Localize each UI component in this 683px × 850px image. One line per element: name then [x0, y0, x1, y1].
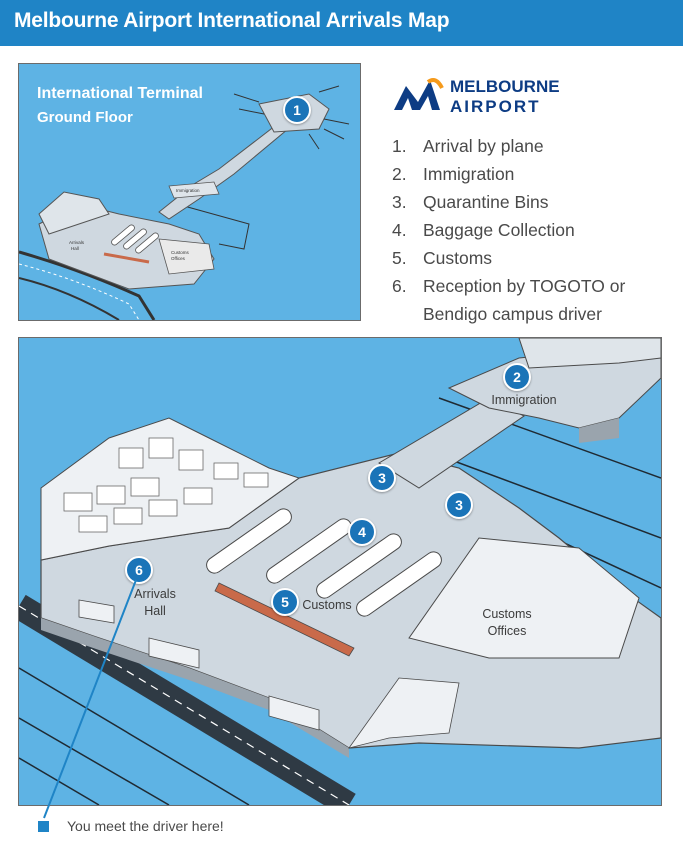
legend-number: 3.: [392, 192, 407, 212]
inset-title-line2: Ground Floor: [37, 109, 133, 126]
marker-2: 2: [503, 363, 531, 391]
marker-1: 1: [283, 96, 311, 124]
inset-immigration-label: Immigration: [176, 188, 200, 193]
inset-hall-label: Hall: [71, 246, 79, 251]
legend-item: 4. Baggage Collection: [392, 216, 652, 244]
legend-number: 6.: [392, 276, 407, 296]
marker-3a: 3: [368, 464, 396, 492]
inset-customs-label: Customs: [171, 250, 190, 255]
logo-text-line1: MELBOURNE: [450, 77, 560, 96]
marker-6: 6: [125, 556, 153, 584]
title-bar: Melbourne Airport International Arrivals…: [0, 0, 683, 46]
legend-list: 1. Arrival by plane 2. Immigration 3. Quara…: [392, 132, 652, 328]
melbourne-airport-logo: MELBOURNE AIRPORT: [392, 72, 592, 118]
meet-driver-note: You meet the driver here!: [38, 818, 224, 834]
legend-item: 3. Quarantine Bins: [392, 188, 652, 216]
legend-text: Immigration: [423, 164, 515, 184]
marker-5: 5: [271, 588, 299, 616]
arrivals-detail-map: 2 Immigration 3 3 4 5 Customs Customs Of…: [18, 337, 662, 806]
page-title: Melbourne Airport International Arrivals…: [14, 9, 450, 32]
detail-map-graphic: [19, 338, 661, 805]
inset-offices-label: Offices: [171, 256, 186, 261]
customs-offices-line2: Offices: [487, 624, 527, 638]
customs-offices-line1: Customs: [482, 607, 532, 621]
customs-offices-label: Customs Offices: [467, 606, 547, 640]
inset-arrivals-label: Arrivals: [69, 240, 85, 245]
customs-label: Customs: [302, 598, 352, 612]
logo-text-line2: AIRPORT: [450, 97, 541, 116]
marker-3b: 3: [445, 491, 473, 519]
inset-title: International Terminal Ground Floor: [37, 82, 203, 130]
meet-point-square-icon: [38, 820, 49, 832]
inset-title-line1: International Terminal: [37, 85, 203, 102]
legend-text: Arrival by plane: [423, 136, 544, 156]
legend-item: 6. Reception by TOGOTO or Bendigo campus …: [392, 272, 652, 328]
marker-4: 4: [348, 518, 376, 546]
overview-map-graphic: Immigration Customs Offices Arrivals Hal…: [19, 85, 350, 320]
legend-number: 5.: [392, 248, 407, 268]
terminal-overview-map: Immigration Customs Offices Arrivals Hal…: [18, 63, 361, 321]
legend-number: 4.: [392, 220, 407, 240]
arrivals-hall-line1: Arrivals: [134, 587, 176, 601]
legend-text: Quarantine Bins: [423, 192, 549, 212]
legend-item: 2. Immigration: [392, 160, 652, 188]
legend-item: 5. Customs: [392, 244, 652, 272]
legend-text: Reception by TOGOTO or Bendigo campus dr…: [423, 276, 626, 324]
meet-driver-text: You meet the driver here!: [67, 818, 224, 834]
legend-item: 1. Arrival by plane: [392, 132, 652, 160]
arrivals-hall-label: Arrivals Hall: [123, 586, 187, 620]
legend-text: Customs: [423, 248, 493, 268]
arrivals-hall-line2: Hall: [144, 604, 166, 618]
legend-number: 2.: [392, 164, 407, 184]
logo-mark: MELBOURNE AIRPORT: [394, 77, 560, 116]
immigration-label: Immigration: [491, 393, 557, 407]
legend-text: Baggage Collection: [423, 220, 575, 240]
legend-number: 1.: [392, 136, 407, 156]
